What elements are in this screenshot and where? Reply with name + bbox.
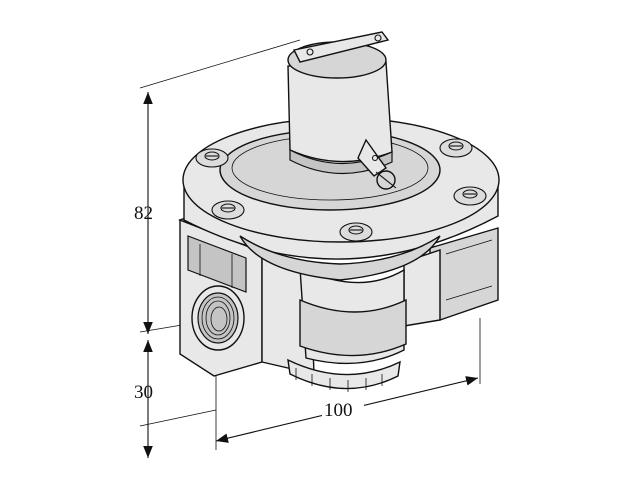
dimension-label-100: 100 [324, 400, 353, 421]
bottom-nut [287, 358, 401, 390]
outlet-block [403, 227, 499, 327]
cap-tab [292, 31, 390, 63]
top-cap [287, 31, 393, 175]
regulator [178, 31, 500, 392]
extension-line-bottom [139, 409, 217, 427]
dimension-100: 100 [215, 318, 481, 450]
screw-mid-left [211, 200, 245, 220]
screw-mid-right [453, 186, 487, 206]
screws [195, 138, 487, 242]
lower-body [261, 251, 407, 392]
dimension-label-82: 82 [134, 203, 153, 224]
dimension-82: 82 [134, 39, 301, 334]
dimension-label-30: 30 [134, 382, 153, 403]
screw-top-left [195, 148, 229, 168]
screw-top-right [439, 138, 473, 158]
extension-line-top [139, 39, 301, 89]
inlet-port [191, 285, 245, 351]
screw-front [339, 222, 373, 242]
vent-valve [357, 138, 397, 190]
dimension-30: 30 [134, 340, 217, 458]
label-background [322, 397, 364, 419]
